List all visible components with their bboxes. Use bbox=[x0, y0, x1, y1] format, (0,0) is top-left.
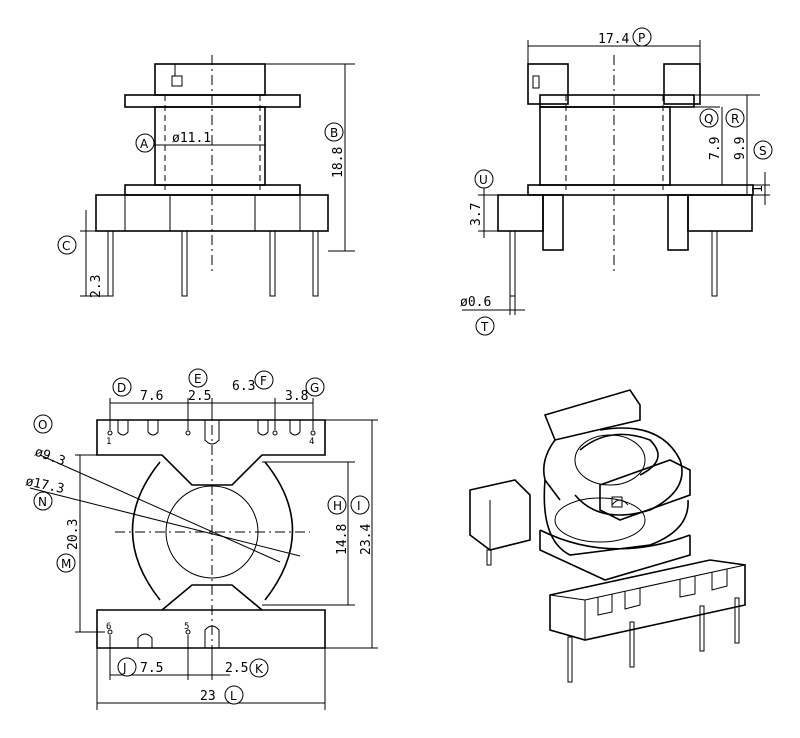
isometric-view bbox=[469, 389, 746, 683]
label-Q: Q bbox=[704, 112, 713, 126]
dim-hole-small: ø9.3 bbox=[33, 445, 68, 470]
label-U: U bbox=[479, 173, 488, 187]
dim-pitch-j: 7.5 bbox=[140, 661, 163, 676]
dim-winding-height: 7.9 bbox=[708, 137, 723, 160]
dim-side-height: 20.3 bbox=[66, 519, 81, 550]
label-I: I bbox=[357, 499, 361, 513]
dim-pitch-g: 3.8 bbox=[285, 389, 308, 404]
dim-outer-height: 23.4 bbox=[359, 524, 374, 555]
label-B: B bbox=[330, 126, 338, 140]
dim-base-width: 23 bbox=[200, 689, 216, 704]
dim-total-height: 18.8 bbox=[331, 147, 346, 178]
label-G: G bbox=[310, 381, 319, 395]
dim-flange-thickness: 1 bbox=[751, 185, 766, 193]
label-F: F bbox=[260, 374, 267, 388]
label-T: T bbox=[480, 320, 489, 334]
dim-flange-height: 3.7 bbox=[469, 203, 484, 226]
label-E: E bbox=[194, 372, 202, 386]
label-P: P bbox=[638, 31, 645, 45]
dim-inner-height: 14.8 bbox=[335, 524, 350, 555]
label-S: S bbox=[759, 144, 767, 158]
pin-number-5: 5 bbox=[184, 622, 189, 632]
pin-number-1: 1 bbox=[106, 437, 111, 447]
front-view: ø11.1 A 18.8 B 2.3 C bbox=[57, 55, 355, 298]
dim-pin-diameter: ø0.6 bbox=[460, 295, 491, 310]
label-L: L bbox=[230, 689, 237, 703]
dim-overall-width: 17.4 bbox=[598, 32, 629, 47]
dim-core-diameter: ø11.1 bbox=[172, 131, 211, 146]
label-R: R bbox=[731, 112, 739, 126]
label-D: D bbox=[117, 381, 126, 395]
label-O: O bbox=[38, 418, 47, 432]
pin-number-4: 4 bbox=[309, 437, 314, 447]
dim-pitch-f: 6.3 bbox=[232, 379, 255, 394]
dim-pin-length: 2.3 bbox=[89, 275, 104, 298]
label-A: A bbox=[140, 137, 149, 151]
label-N: N bbox=[38, 495, 47, 509]
label-K: K bbox=[255, 662, 264, 676]
label-M: M bbox=[61, 557, 71, 571]
dim-pitch-d: 7.6 bbox=[140, 389, 163, 404]
dim-pitch-e: 2.5 bbox=[188, 389, 211, 404]
label-H: H bbox=[333, 499, 342, 513]
top-view: 1 4 6 5 7.6 2.5 6.3 3.8 D E F G ø9.3 ø17… bbox=[24, 368, 378, 710]
pin-number-6: 6 bbox=[106, 622, 111, 632]
label-C: C bbox=[62, 239, 70, 253]
dim-pitch-k: 2.5 bbox=[225, 661, 248, 676]
dim-window-height: 9.9 bbox=[733, 137, 748, 160]
label-J: J bbox=[122, 661, 127, 675]
side-view: 17.4 P 7.9 9.9 1 Q R S 3.7 U ø0.6 T bbox=[460, 27, 773, 336]
